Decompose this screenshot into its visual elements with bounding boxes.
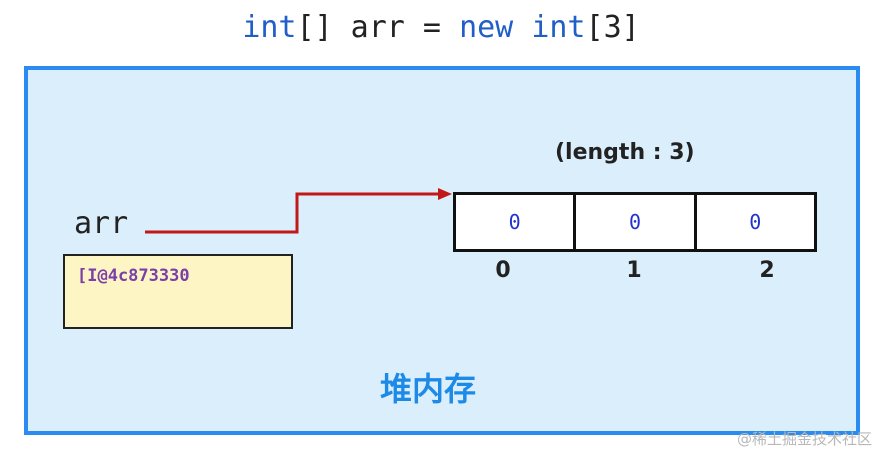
- code-title: int[] arr = new int[3]: [0, 8, 882, 48]
- code-new-keyword: new: [459, 10, 514, 45]
- array-cell-2: 0: [693, 195, 814, 249]
- reference-variable-name: arr: [74, 206, 129, 241]
- code-array-size: 3: [603, 10, 622, 45]
- reference-address-text: [I@4c873330: [77, 266, 190, 286]
- array-index-1: 1: [626, 258, 642, 283]
- reference-arrow-head: [438, 188, 452, 200]
- reference-arrow-line: [145, 192, 440, 234]
- array-cell-1: 0: [573, 195, 693, 249]
- array-length-label: (length : 3): [555, 140, 695, 165]
- code-type-keyword-2: int: [531, 10, 586, 45]
- reference-address-box: [I@4c873330: [63, 254, 293, 329]
- array-box: 0 0 0: [453, 192, 817, 252]
- code-type-keyword: int: [242, 10, 297, 45]
- array-index-2: 2: [759, 258, 775, 283]
- code-open-bracket: [: [585, 10, 604, 45]
- code-brackets: []: [296, 10, 333, 45]
- array-cell-0: 0: [508, 210, 521, 234]
- heap-memory-label: 堆内存: [380, 370, 477, 408]
- array-index-0: 0: [495, 258, 511, 283]
- code-close-bracket: ]: [621, 10, 640, 45]
- code-variable: arr =: [332, 10, 460, 45]
- watermark: @稀土掘金技术社区: [736, 430, 872, 448]
